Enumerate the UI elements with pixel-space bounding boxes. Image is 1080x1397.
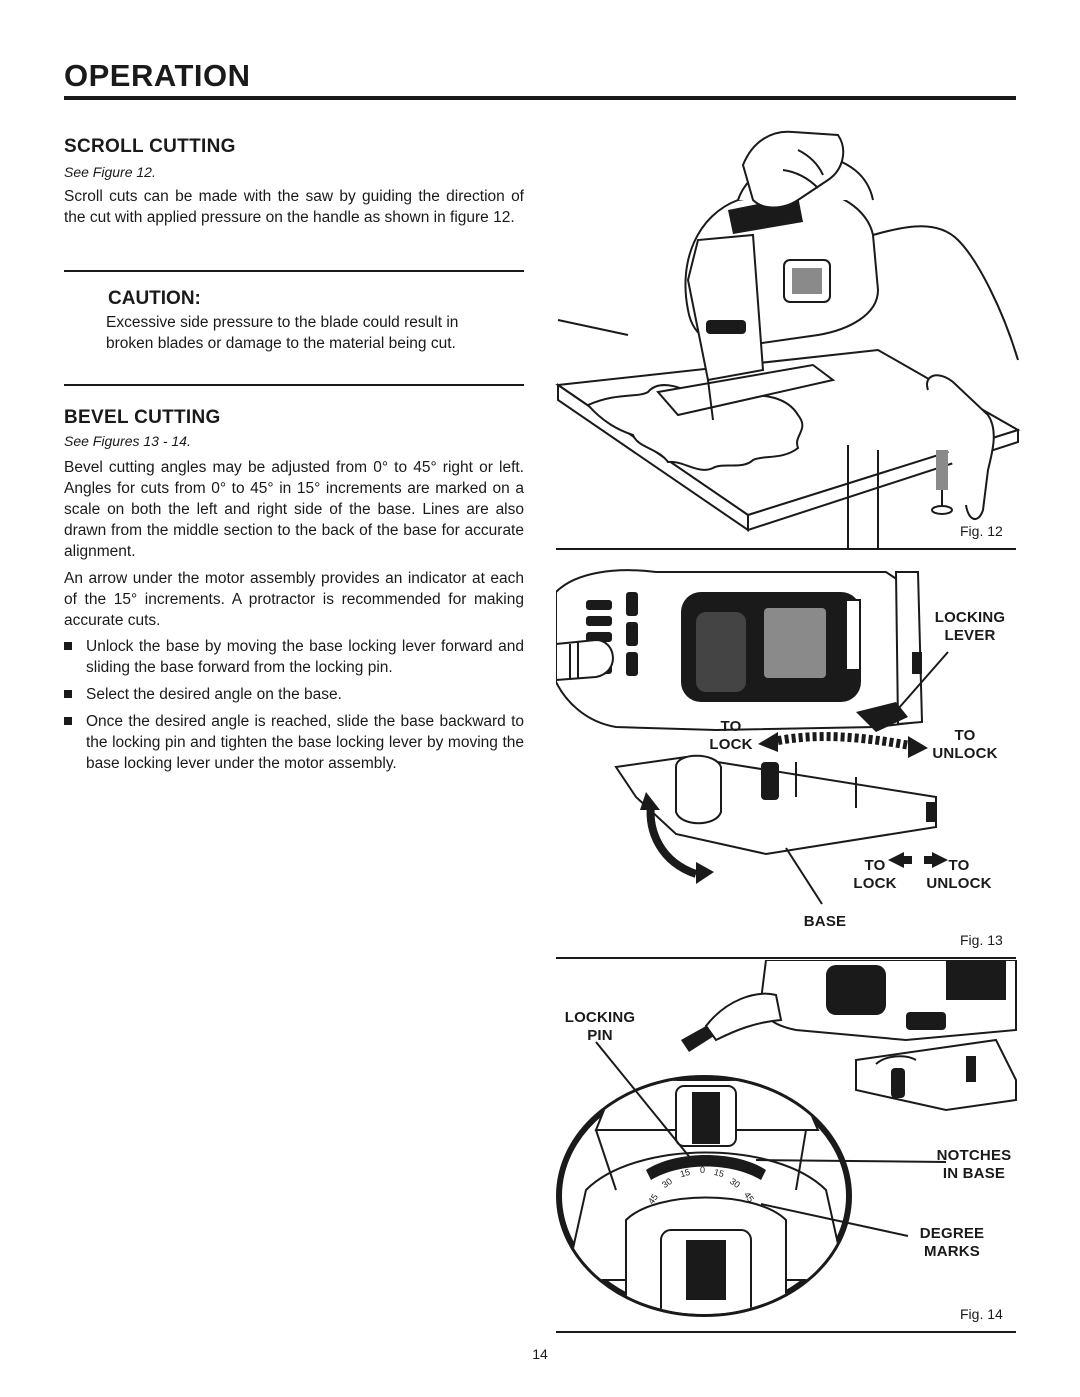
degree-mark: 30 xyxy=(728,1176,742,1190)
to-lock-base-label: TO LOCK xyxy=(852,857,898,893)
bevel-see-figures: See Figures 13 - 14. xyxy=(64,433,191,449)
page-title: OPERATION xyxy=(64,58,251,93)
notches-in-base-label: NOTCHES IN BASE xyxy=(934,1147,1014,1183)
label-line: LOCKING xyxy=(564,1009,636,1026)
fig-12-rule xyxy=(556,548,1016,550)
bullet-square-icon xyxy=(64,642,72,650)
to-unlock-small-arrow-icon xyxy=(924,852,948,868)
bevel-bullet-3: Once the desired angle is reached, slide… xyxy=(64,711,524,774)
fig-13-caption: Fig. 13 xyxy=(960,932,1003,948)
caution-text: Excessive side pressure to the blade cou… xyxy=(106,314,459,352)
label-line: TO xyxy=(864,857,886,874)
bevel-cutting-heading: BEVEL CUTTING xyxy=(64,407,221,428)
scroll-see-figure: See Figure 12. xyxy=(64,164,156,180)
label-line: TO xyxy=(720,718,742,735)
header-rule xyxy=(64,96,1016,100)
bullet-text: Once the desired angle is reached, slide… xyxy=(86,713,524,772)
leaf-workpiece xyxy=(586,384,804,471)
figure-13-illustration xyxy=(556,569,949,905)
label-line: LOCKING xyxy=(934,609,1006,626)
fig-14-caption: Fig. 14 xyxy=(960,1306,1003,1322)
degree-mark: 30 xyxy=(660,1176,674,1190)
locking-pin-label: LOCKING PIN xyxy=(560,1009,640,1045)
fig-13-rule xyxy=(556,957,1016,959)
bevel-bullet-1: Unlock the base by moving the base locki… xyxy=(64,636,524,678)
unlock-arrowhead-icon xyxy=(908,736,928,758)
lock-arrowhead-icon xyxy=(758,732,778,752)
base-label: BASE xyxy=(803,913,847,930)
figure-14-illustration xyxy=(556,960,1017,1317)
hand xyxy=(741,130,845,209)
label-line: DEGREE xyxy=(919,1225,985,1242)
c-clamp xyxy=(926,374,995,520)
to-lock-small-arrow-icon xyxy=(888,852,912,868)
label-line: PIN xyxy=(587,1027,613,1044)
figure-12-illustration xyxy=(555,130,1020,550)
jigsaw-front xyxy=(686,233,765,382)
bullet-text: Select the desired angle on the base. xyxy=(86,686,342,703)
bullet-square-icon xyxy=(64,717,72,725)
caution-bottom-rule xyxy=(64,384,524,386)
locking-lever xyxy=(856,702,908,732)
to-lock-label: TO LOCK xyxy=(706,718,756,754)
degree-mark: 15 xyxy=(712,1166,726,1180)
base-right xyxy=(855,1038,1017,1112)
fig-14-rule xyxy=(556,1331,1016,1333)
degree-scale: 45 30 15 0 15 30 45 xyxy=(640,1162,760,1212)
base-rotation-arrow xyxy=(646,803,698,878)
caution-top-rule xyxy=(64,270,524,272)
label-line: MARKS xyxy=(924,1243,980,1260)
caution-heading: CAUTION: xyxy=(108,288,201,309)
bevel-paragraph-1: Bevel cutting angles may be adjusted fro… xyxy=(64,459,524,560)
label-line: UNLOCK xyxy=(926,875,992,892)
bevel-bullet-2: Select the desired angle on the base. xyxy=(64,684,524,705)
bevel-paragraph-2: An arrow under the motor assembly provid… xyxy=(64,570,524,629)
bullet-text: Unlock the base by moving the base locki… xyxy=(86,638,524,676)
degree-mark: 0 xyxy=(700,1165,706,1175)
label-line: LOCK xyxy=(853,875,897,892)
to-unlock-label: TO UNLOCK xyxy=(930,727,1000,763)
label-line: NOTCHES xyxy=(936,1147,1012,1164)
label-line: IN BASE xyxy=(942,1165,1006,1182)
scroll-cutting-heading: SCROLL CUTTING xyxy=(64,136,236,157)
label-line: TO xyxy=(954,727,976,744)
degree-marks-label: DEGREE MARKS xyxy=(912,1225,992,1261)
bullet-square-icon xyxy=(64,690,72,698)
label-line: TO xyxy=(948,857,970,874)
cord-strain-relief xyxy=(556,638,614,682)
page-number: 14 xyxy=(532,1346,548,1362)
to-unlock-base-label: TO UNLOCK xyxy=(926,857,992,893)
warning-triangle-icon xyxy=(80,286,108,310)
label-line: LEVER xyxy=(944,627,996,644)
label-line: LOCK xyxy=(709,736,753,753)
label-line: UNLOCK xyxy=(932,745,998,762)
degree-mark: 45 xyxy=(742,1190,756,1204)
locking-lever-label: LOCKING LEVER xyxy=(930,609,1010,645)
fig-12-caption: Fig. 12 xyxy=(960,523,1003,539)
degree-mark: 45 xyxy=(646,1192,660,1206)
scroll-cutting-text: Scroll cuts can be made with the saw by … xyxy=(64,188,524,226)
lock-unlock-arc-arrow xyxy=(770,732,919,752)
jigsaw-shoe xyxy=(656,363,836,417)
degree-mark: 15 xyxy=(678,1166,692,1180)
power-cord xyxy=(872,225,1019,361)
